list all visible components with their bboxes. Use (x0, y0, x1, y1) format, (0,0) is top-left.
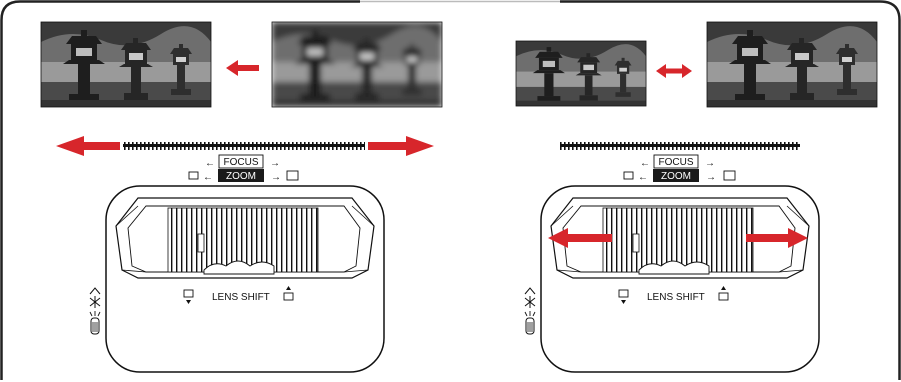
svg-text:←: ← (205, 158, 215, 169)
zoom-label-group-right: ← ZOOM → (623, 169, 736, 183)
svg-text:←: ← (203, 172, 213, 183)
photo-blurred-left (271, 21, 443, 108)
focus-label-group: ← FOCUS → (205, 154, 280, 169)
focus-label: FOCUS (224, 157, 259, 168)
photo-sharp-left (40, 21, 212, 108)
red-lens-arrow-left (548, 228, 612, 248)
zoom-label-right: ZOOM (661, 171, 691, 182)
red-double-arrow (656, 64, 692, 78)
lens-shift-label-left: LENS SHIFT (212, 292, 270, 303)
focus-ruler (123, 142, 365, 150)
red-arrow-right (368, 136, 434, 156)
lens-shift-label-right: LENS SHIFT (647, 292, 705, 303)
svg-text:←: ← (640, 158, 650, 169)
right-panel: ← FOCUS → ← ZOOM → LENS SHIFT (515, 21, 878, 373)
lens-panel-right: LENS SHIFT (524, 185, 820, 373)
lens-panel-left: LENS SHIFT (89, 185, 385, 373)
red-arrow-left (56, 136, 120, 156)
svg-text:←: ← (638, 172, 648, 183)
svg-text:→: → (706, 172, 716, 183)
zoom-ruler (560, 142, 800, 150)
svg-text:→: → (271, 172, 281, 183)
focus-label-right: FOCUS (659, 157, 694, 168)
zoom-label-group: ← ZOOM → (188, 169, 299, 183)
red-lens-arrow-right (746, 228, 808, 248)
photo-small-right (515, 40, 647, 107)
left-panel: ← FOCUS → ← ZOOM → LENS SHIFT (40, 21, 443, 373)
svg-text:→: → (705, 158, 715, 169)
red-left-arrow (226, 60, 259, 76)
photo-large-right (706, 21, 878, 108)
focus-label-group-right: ← FOCUS → (640, 154, 715, 169)
zoom-label: ZOOM (226, 171, 256, 182)
svg-text:→: → (270, 158, 280, 169)
